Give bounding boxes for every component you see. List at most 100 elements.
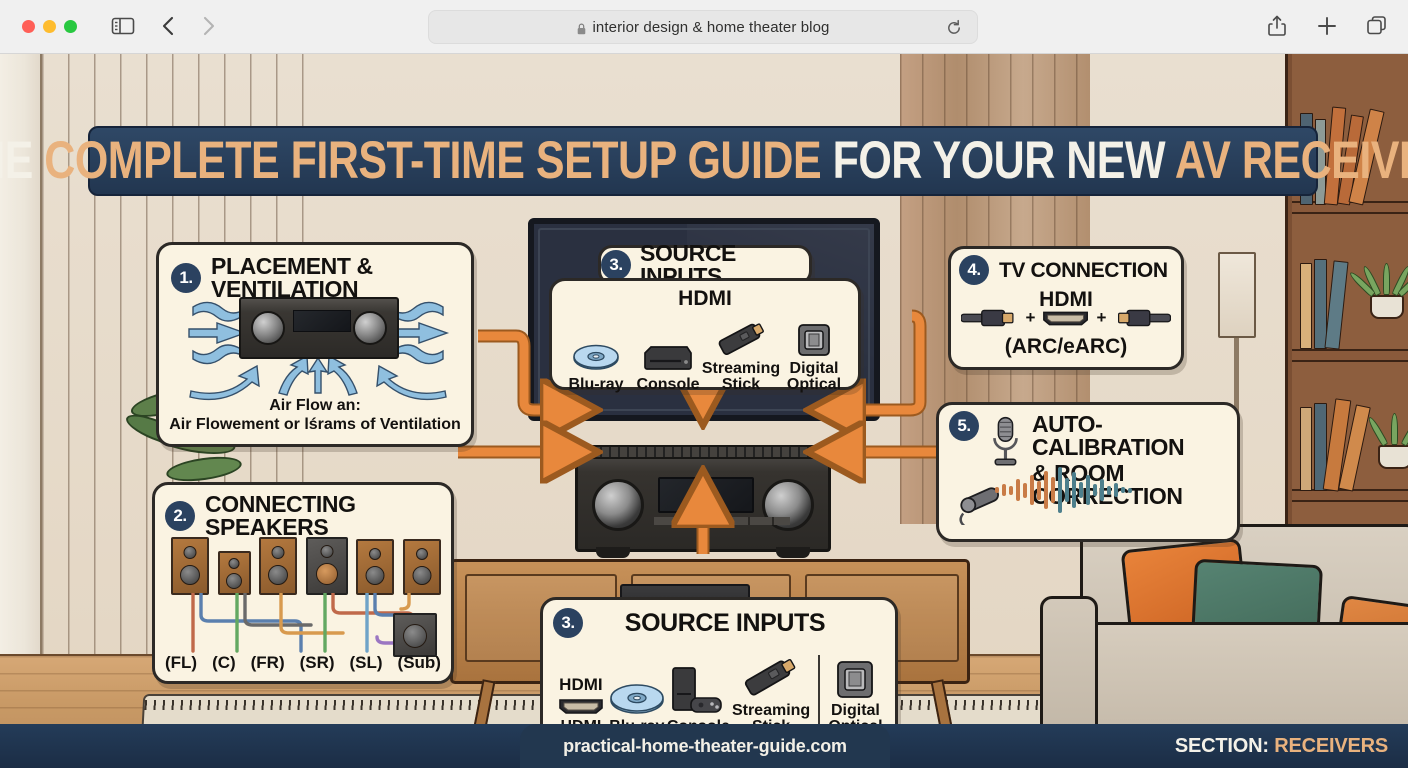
banner-text: THE COMPLETE FIRST-TIME SETUP GUIDE FOR … xyxy=(0,131,1408,191)
site-url-pill: practical-home-theater-guide.com xyxy=(520,724,890,768)
tv-hdmi-subheader: HDMI xyxy=(1039,288,1093,311)
plus-symbol-2: + xyxy=(1096,308,1107,327)
speaker-wires-icon xyxy=(191,593,415,653)
speaker-sub-icon xyxy=(402,539,441,595)
hdmi-cable-right-icon xyxy=(1118,309,1171,327)
card-tv-connection-title: TV CONNECTION xyxy=(999,258,1168,282)
section-label: SECTION: xyxy=(1174,735,1275,757)
speaker-label-sr: (SR) xyxy=(299,653,335,672)
vertical-divider xyxy=(818,654,820,733)
banner-part-3: FOR YOUR NEW xyxy=(821,131,1175,190)
plant-leaves-icon xyxy=(1366,411,1408,447)
streaming-stick-icon xyxy=(744,658,796,696)
section-label-group: SECTION: RECEIVERS xyxy=(1175,735,1388,758)
hdmi-cable-left-icon xyxy=(961,309,1014,327)
banner-part-1: THE xyxy=(0,131,33,190)
card-tv-connection-header: 4. TV CONNECTION xyxy=(959,255,1173,285)
card-source-inputs-top[interactable]: HDMI Blu-ray Console xyxy=(549,278,861,393)
receiver-knob-left xyxy=(592,479,644,531)
step-number-badge: 5. xyxy=(949,411,979,441)
source-label-digital-optical: Digital Optical xyxy=(786,360,842,394)
hdmi-port-icon xyxy=(559,699,603,715)
airflow-arrows-icon xyxy=(188,301,450,401)
card-speakers-header: 2. CONNECTING SPEAKERS xyxy=(165,493,441,539)
receiver-display xyxy=(658,477,754,513)
browser-toolbar: interior design & home theater blog xyxy=(0,0,1408,54)
banner-part-4: AV RECEIVER xyxy=(1174,131,1408,190)
sidebar-toggle-icon[interactable] xyxy=(110,15,136,37)
handheld-microphone-icon xyxy=(959,487,999,525)
optical-port-icon xyxy=(798,324,830,356)
footer-bar: practical-home-theater-guide.com SECTION… xyxy=(0,724,1408,768)
plant-leaves-icon xyxy=(1348,261,1408,298)
card-placement-title: PLACEMENT & VENTILATION xyxy=(211,253,373,302)
tab-overview-icon[interactable] xyxy=(1364,13,1390,39)
sofa xyxy=(1040,524,1408,768)
hdmi-subheader: HDMI xyxy=(678,287,732,310)
game-console-icon xyxy=(644,346,692,371)
plus-icon[interactable] xyxy=(1314,13,1340,39)
game-console-icon xyxy=(672,667,723,714)
plus-symbol: + xyxy=(1025,308,1036,327)
source-items-row-bottom: HDMI HDMI Blu-ray xyxy=(555,652,883,736)
speaker-label-c: (C) xyxy=(212,653,236,672)
speaker-icons-row xyxy=(171,533,441,595)
step-number-badge: 3. xyxy=(601,250,631,280)
maximize-window-button[interactable] xyxy=(64,20,77,33)
speaker-fl-icon xyxy=(171,537,209,595)
back-chevron-icon[interactable] xyxy=(156,13,182,39)
source-item-digital-optical[interactable]: Digital Optical xyxy=(778,323,850,394)
speaker-c-icon xyxy=(217,551,251,595)
hdmi-port-icon xyxy=(1043,311,1089,326)
card-connecting-speakers[interactable]: 2. CONNECTING SPEAKERS xyxy=(152,482,454,684)
source-item-streaming-stick[interactable]: Streaming Stick xyxy=(702,319,780,394)
forward-chevron-icon[interactable] xyxy=(195,13,221,39)
caption-line-2: Air Flowement or lśrams of Ventilation xyxy=(169,415,461,433)
card-auto-calibration[interactable]: 5. AUTO-CALIBRATION & ROOM CORRECTION xyxy=(936,402,1240,542)
site-url-text: practical-home-theater-guide.com xyxy=(563,735,847,756)
reload-icon[interactable] xyxy=(945,19,963,37)
streaming-stick-icon xyxy=(718,323,764,356)
source-item-bluray[interactable]: Blu-ray xyxy=(560,343,632,393)
card-calibration-header: 5. AUTO-CALIBRATION & ROOM CORRECTION xyxy=(949,411,1227,508)
receiver-illustration xyxy=(239,297,399,359)
speaker-label-fl: (FL) xyxy=(165,653,198,672)
source-item-console[interactable]: Console xyxy=(632,343,704,393)
hdmi-caption: HDMI xyxy=(559,674,603,694)
section-value: RECEIVERS xyxy=(1274,735,1388,757)
url-text: interior design & home theater blog xyxy=(592,18,830,36)
minimize-window-button[interactable] xyxy=(43,20,56,33)
card-speakers-title: CONNECTING SPEAKERS xyxy=(205,491,356,540)
card-calibration-title-line1: AUTO-CALIBRATION xyxy=(1031,411,1185,460)
speaker-sr-icon xyxy=(305,537,348,595)
infographic-image: 1. PLACEMENT & VENTILATION xyxy=(0,54,1408,768)
card-source-inputs-bottom-header: 3. SOURCE INPUTS xyxy=(553,608,885,638)
card-calibration-title-line2: & ROOM CORRECTION xyxy=(1031,460,1183,509)
card-placement-header: 1. PLACEMENT & VENTILATION xyxy=(171,255,459,301)
card-placement-ventilation[interactable]: 1. PLACEMENT & VENTILATION xyxy=(156,242,474,447)
optical-port-icon xyxy=(837,661,874,698)
share-icon[interactable] xyxy=(1264,13,1290,39)
speaker-label-sub: (Sub) xyxy=(397,653,441,672)
source-label-console: Console xyxy=(636,376,700,394)
speaker-fr-icon xyxy=(259,537,298,595)
speaker-label-sl: (SL) xyxy=(349,653,383,672)
arc-earc-footer: (ARC/eARC) xyxy=(1004,335,1128,358)
speaker-sl-icon xyxy=(356,539,395,595)
source-label-bluray: Blu-ray xyxy=(568,376,624,394)
close-window-button[interactable] xyxy=(22,20,35,33)
floor-lamp-shade xyxy=(1218,252,1256,338)
microphone-stand-icon xyxy=(993,416,1018,466)
bluray-disc-icon xyxy=(573,345,619,371)
hdmi-cable-row: + + xyxy=(961,307,1171,329)
card-source-inputs-bottom-title: SOURCE INPUTS xyxy=(624,608,826,637)
card-tv-connection[interactable]: 4. TV CONNECTION HDMI + + xyxy=(948,246,1184,370)
title-banner: THE COMPLETE FIRST-TIME SETUP GUIDE FOR … xyxy=(0,126,1408,196)
card-placement-caption: Air Flow an: Air Flowement or lśrams of … xyxy=(159,396,471,434)
subwoofer-icon xyxy=(393,613,437,657)
window-controls[interactable] xyxy=(22,20,77,33)
speaker-labels-row: (FL) (C) (FR) (SR) (SL) (Sub) xyxy=(165,653,441,673)
source-items-row: Blu-ray Console Streamin xyxy=(560,319,850,394)
bluray-disc-icon xyxy=(610,684,664,715)
address-bar[interactable]: interior design & home theater blog xyxy=(428,10,978,44)
